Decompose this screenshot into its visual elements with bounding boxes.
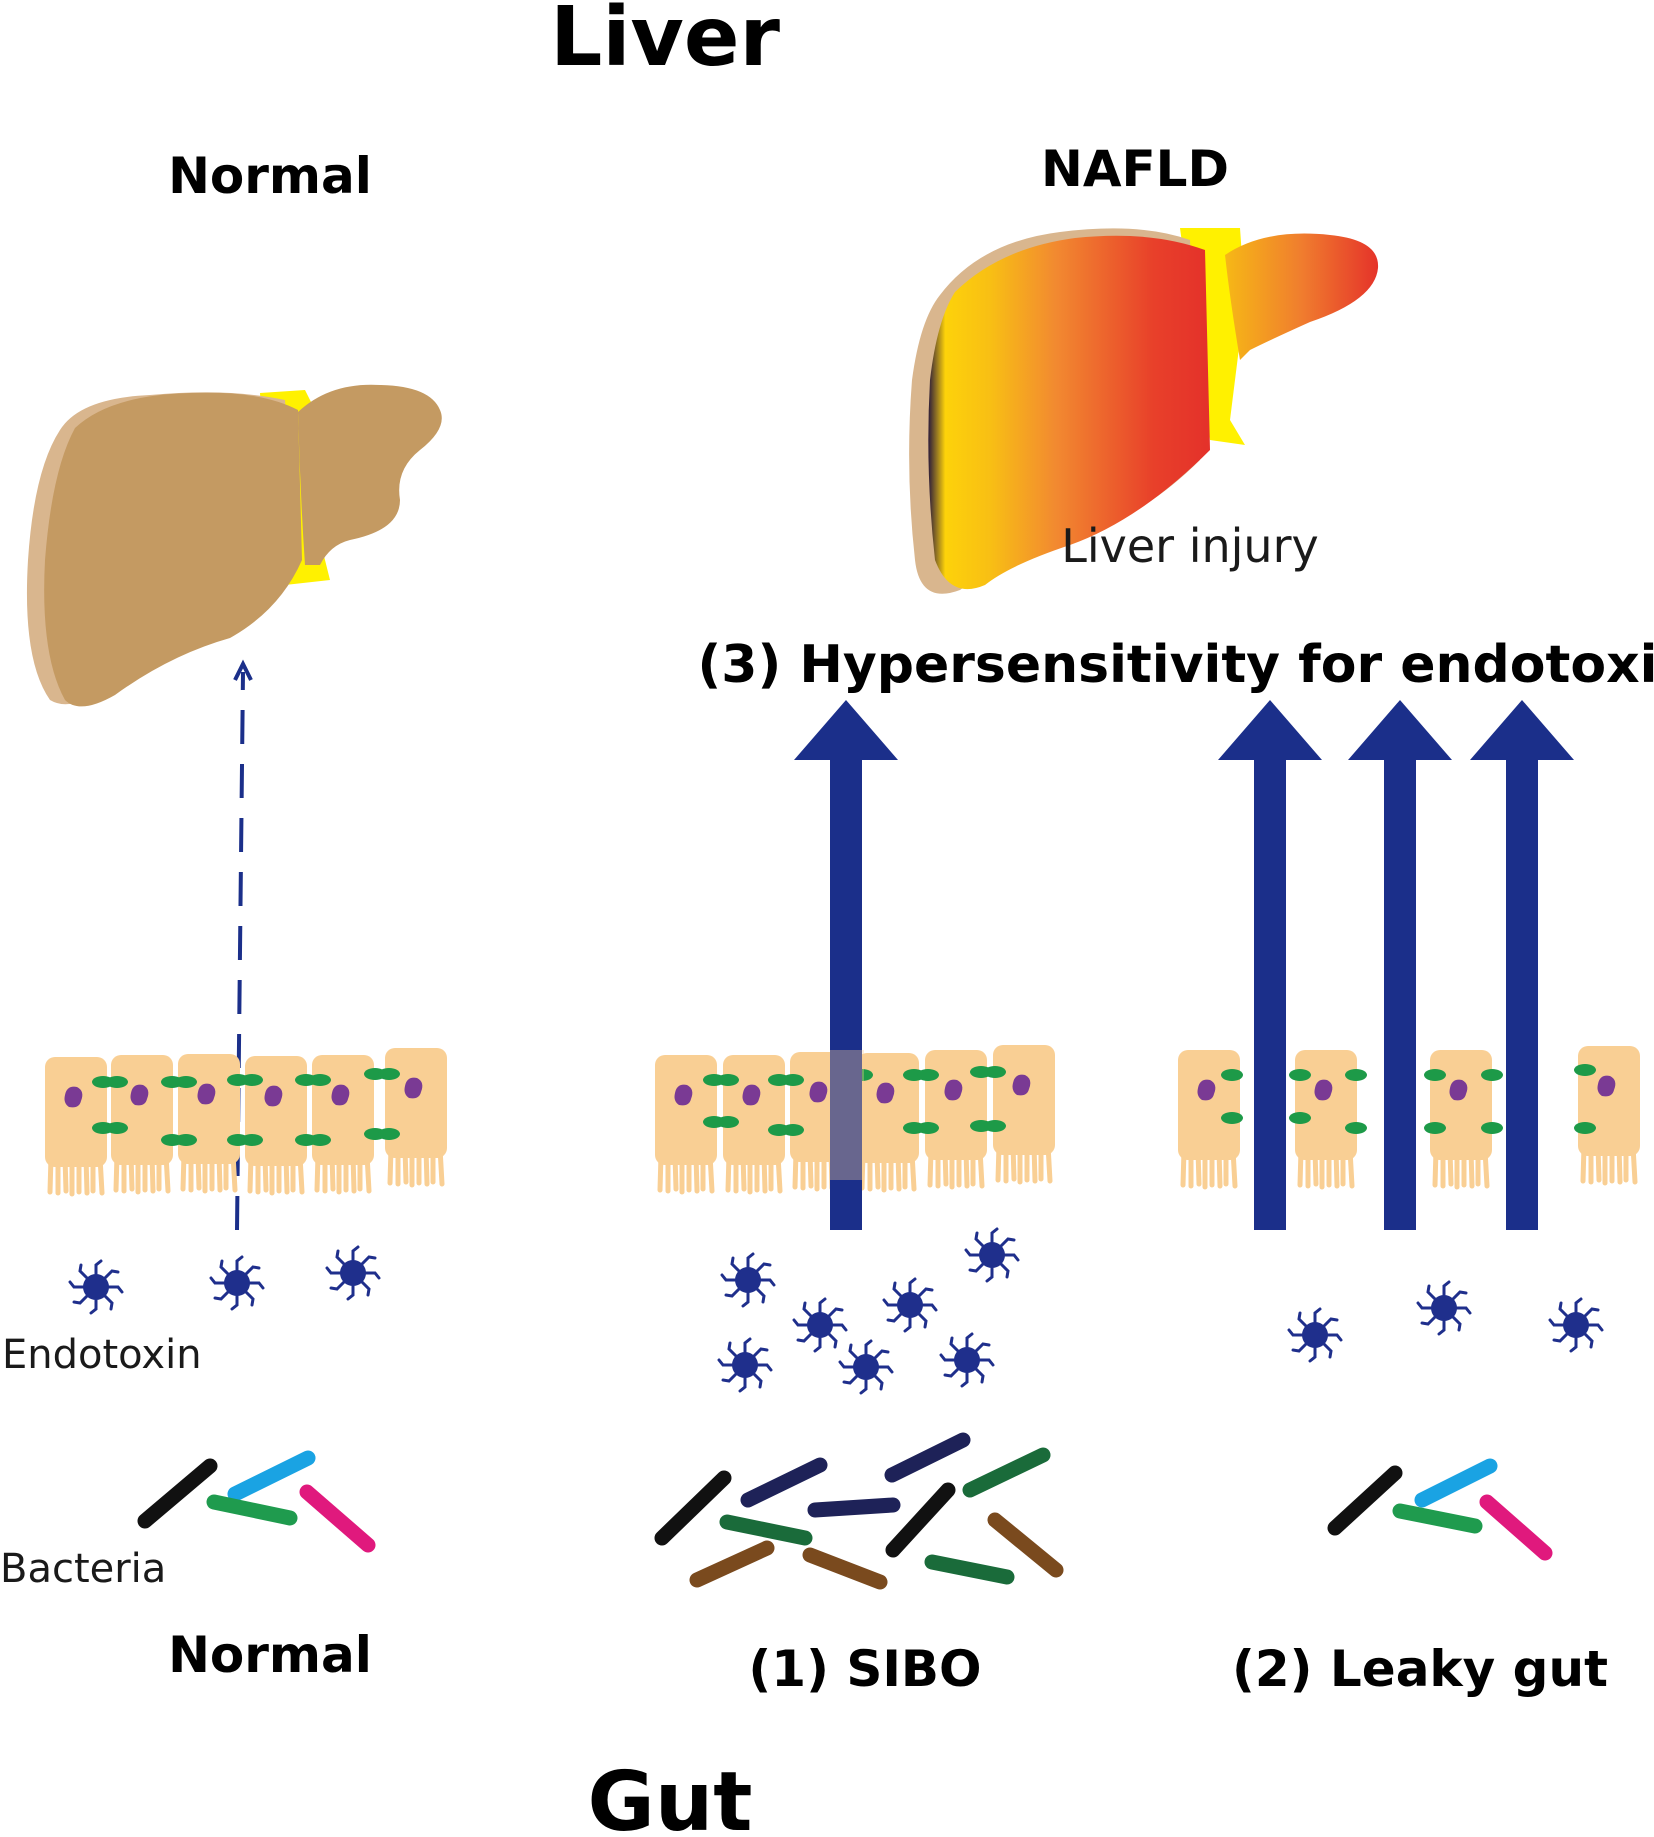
gut-title: Gut [588, 1755, 753, 1837]
liver-normal-label: Normal [168, 147, 372, 205]
endotoxin-leaky [1287, 1280, 1604, 1363]
gut-normal-label: Normal [168, 1626, 372, 1684]
hypersensitivity-label: (3) Hypersensitivity for endotoxin [698, 635, 1654, 695]
bacteria-normal [137, 1450, 376, 1553]
endotoxin-sibo [717, 1227, 1020, 1395]
endotoxin-normal [68, 1245, 381, 1315]
liver-nafld-label: NAFLD [1041, 140, 1229, 198]
bacteria-label: Bacteria [0, 1546, 166, 1592]
normal-epithelium [45, 1048, 447, 1194]
endotoxin-label: Endotoxin [2, 1332, 202, 1378]
sibo-label: (1) SIBO [748, 1640, 981, 1698]
nafld-liver [909, 228, 1379, 594]
leaky-arrows [1218, 700, 1574, 1230]
normal-liver [26, 384, 442, 707]
bacteria-leaky [1327, 1458, 1553, 1561]
liver-title: Liver [550, 0, 780, 85]
leaky-gut-label: (2) Leaky gut [1232, 1640, 1608, 1698]
normal-dashed-arrow [233, 659, 253, 1231]
bacteria-sibo [654, 1432, 1064, 1590]
liver-injury-label: Liver injury [1061, 519, 1318, 573]
